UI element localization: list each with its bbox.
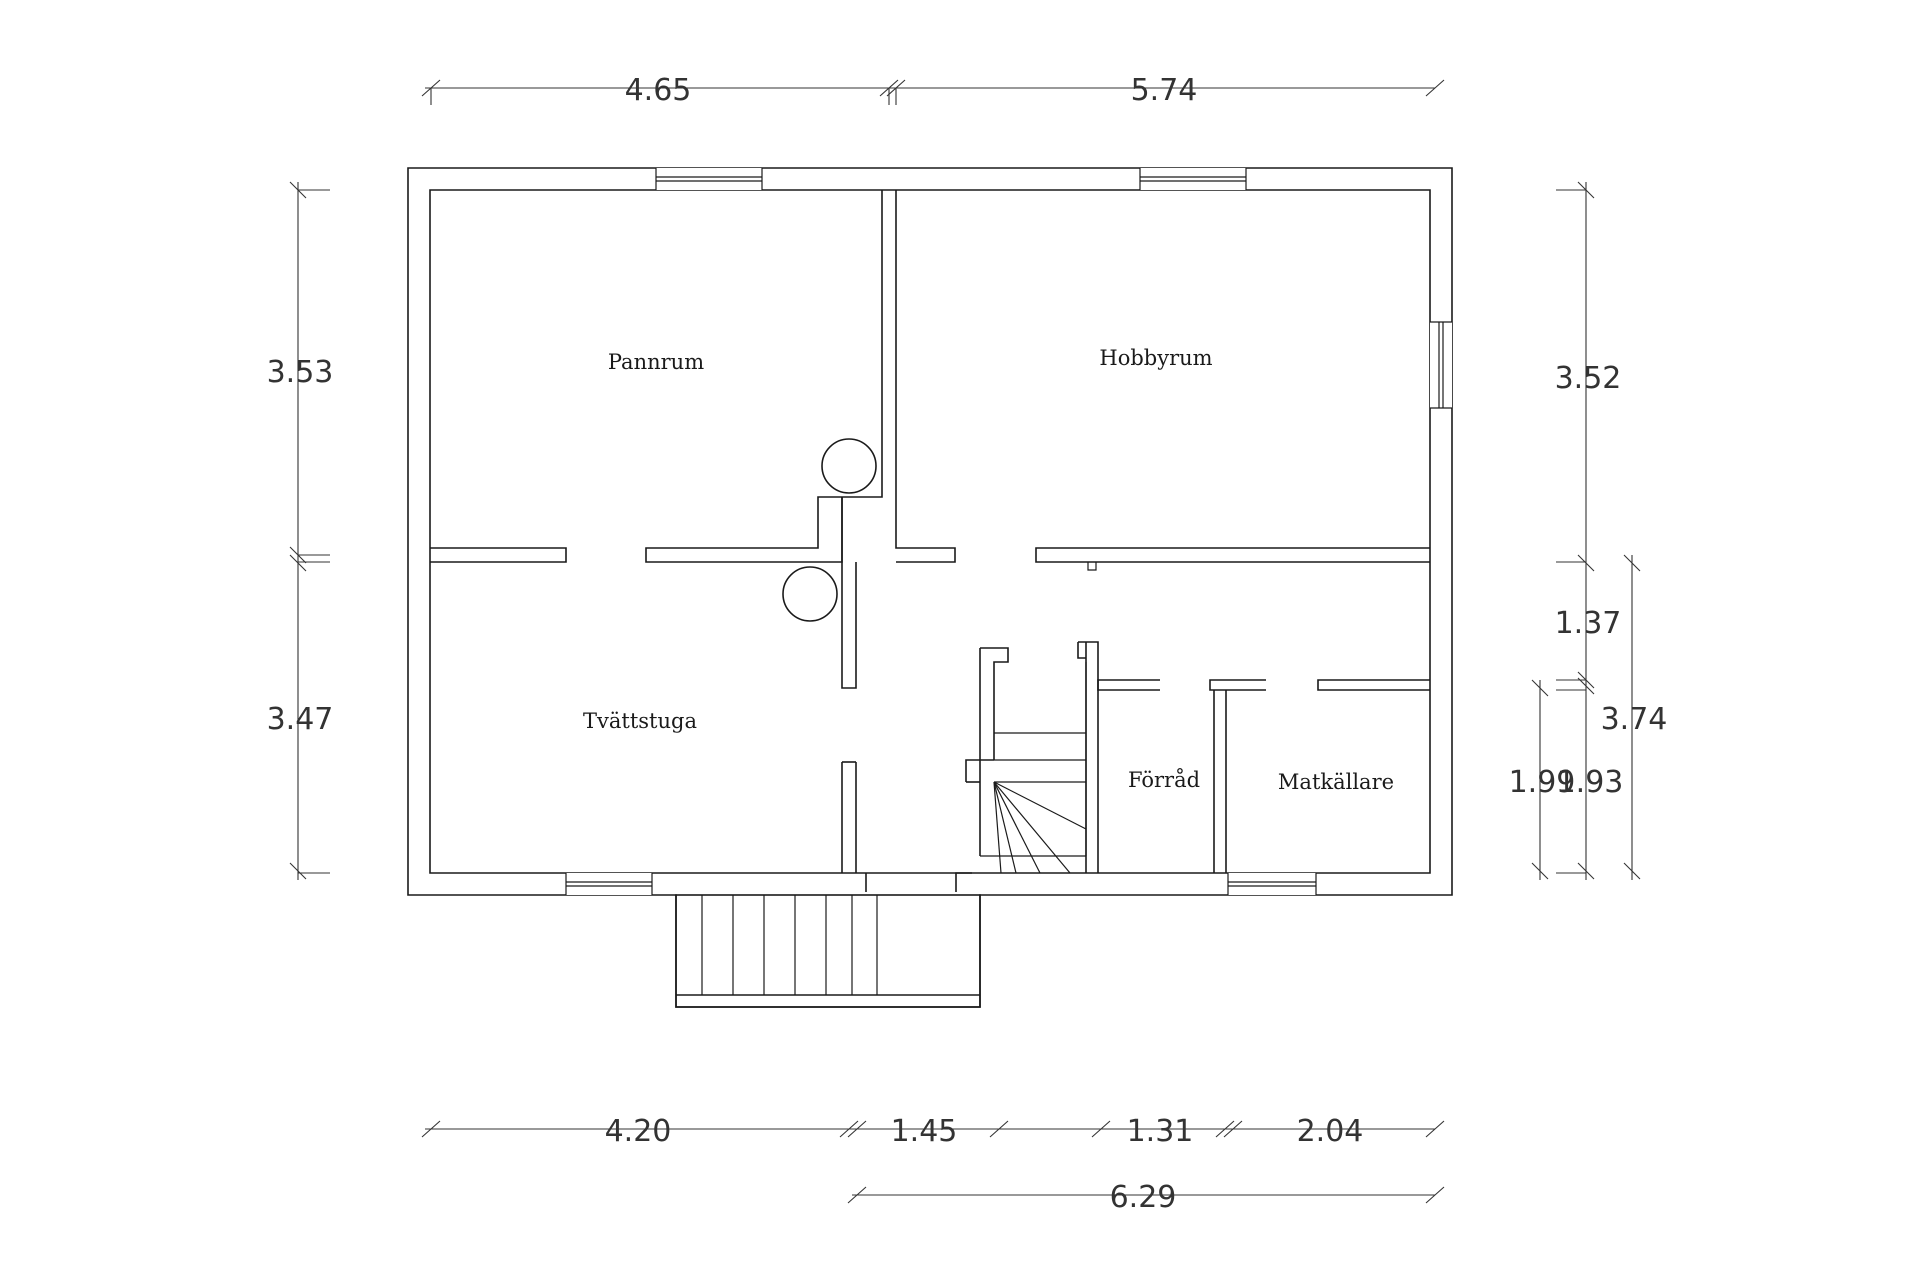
room-label-hobbyrum: Hobbyrum xyxy=(1099,346,1212,370)
dim-left-lower: 3.47 xyxy=(267,702,334,737)
room-label-forrad: Förråd xyxy=(1128,768,1200,792)
interior-walls xyxy=(430,190,1430,892)
dim-bottom-3: 1.31 xyxy=(1127,1114,1194,1149)
dim-bottom-total: 6.29 xyxy=(1110,1180,1177,1215)
window-hobbyrum xyxy=(1139,168,1247,190)
dim-right-matkallare: 1.93 xyxy=(1557,765,1624,800)
chimney-upper xyxy=(821,438,877,494)
windows xyxy=(565,168,1452,895)
dimensions-left: 3.53 3.47 xyxy=(267,181,334,880)
internal-stairs xyxy=(980,662,1087,874)
dim-right-total-lower: 3.74 xyxy=(1601,702,1668,737)
window-hobbyrum-side xyxy=(1430,321,1452,409)
window-pannrum xyxy=(655,168,763,190)
chimney-lower xyxy=(782,566,838,622)
room-label-pannrum: Pannrum xyxy=(608,350,704,374)
dim-bottom-1: 4.20 xyxy=(605,1114,672,1149)
room-label-tvattstuga: Tvättstuga xyxy=(583,709,697,733)
dim-right-upper: 3.52 xyxy=(1555,361,1622,396)
room-label-matkallare: Matkällare xyxy=(1278,770,1394,794)
dim-left-upper: 3.53 xyxy=(267,355,334,390)
window-matkallare xyxy=(1227,873,1317,895)
dimensions-bottom: 4.20 1.45 1.31 2.04 6.29 xyxy=(421,1114,1445,1215)
dim-right-mid: 1.37 xyxy=(1555,606,1622,641)
dimensions-right: 3.52 1.37 3.74 1.99 1.93 xyxy=(1509,181,1668,880)
dim-bottom-2: 1.45 xyxy=(891,1114,958,1149)
chimney-symbols xyxy=(782,438,877,622)
window-tvattstuga xyxy=(565,873,653,895)
dim-top-left: 4.65 xyxy=(625,73,692,108)
dimensions-top: 4.65 5.74 xyxy=(421,73,1445,108)
dim-right-forrad: 1.99 xyxy=(1509,765,1576,800)
dim-top-right: 5.74 xyxy=(1131,73,1198,108)
entrance-stairs xyxy=(675,894,981,1008)
room-labels: Pannrum Hobbyrum Tvättstuga Förråd Matkä… xyxy=(583,346,1394,794)
dim-bottom-4: 2.04 xyxy=(1297,1114,1364,1149)
